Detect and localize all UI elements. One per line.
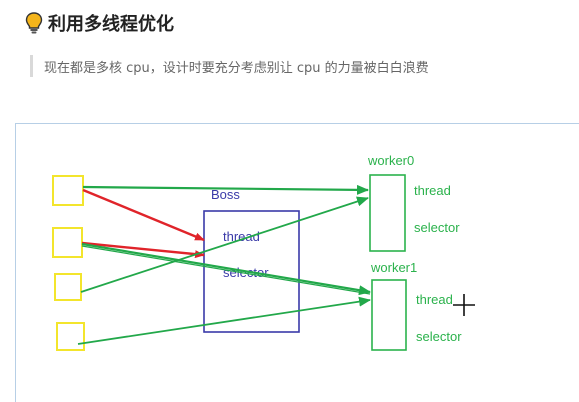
client-box-3 xyxy=(54,273,82,301)
worker0-box xyxy=(369,174,406,252)
multithread-diagram: Boss thread selector worker0 thread sele… xyxy=(52,153,462,351)
diagram-figure: Boss thread selector worker0 thread sele… xyxy=(15,123,579,402)
quote-block: 现在都是多核 cpu，设计时要充分考虑别让 cpu 的力量被白白浪费 xyxy=(30,55,429,77)
client-box-1 xyxy=(52,175,84,206)
section-heading: 利用多线程优化 xyxy=(24,8,174,38)
boss-label: Boss xyxy=(211,187,240,202)
worker0-selector-label: selector xyxy=(414,220,460,235)
lightbulb-icon xyxy=(25,12,43,34)
io-arrow-client4-worker1 xyxy=(77,296,371,345)
boss-box xyxy=(203,210,300,333)
worker1-selector-label: selector xyxy=(416,329,462,344)
worker1-thread-label: thread xyxy=(416,292,453,307)
quote-text: 现在都是多核 cpu，设计时要充分考虑别让 cpu 的力量被白白浪费 xyxy=(44,60,429,76)
section-title: 利用多线程优化 xyxy=(48,14,174,35)
crosshair-cursor-icon xyxy=(453,294,475,316)
io-arrow-client2-worker1 xyxy=(81,242,371,296)
worker1-label: worker1 xyxy=(370,260,417,275)
client-box-2 xyxy=(52,227,83,258)
io-arrow-client1-worker0 xyxy=(82,184,369,195)
accept-arrow-1 xyxy=(82,188,205,242)
io-arrow-client3-worker0 xyxy=(80,196,369,293)
worker0-label: worker0 xyxy=(367,153,414,168)
io-arrow-client2-worker1-b xyxy=(81,245,371,295)
client-box-4 xyxy=(56,322,85,351)
worker0-thread-label: thread xyxy=(414,183,451,198)
worker1-box xyxy=(371,279,407,351)
accept-arrow-2 xyxy=(81,241,205,259)
boss-selector-label: selector xyxy=(223,265,269,280)
boss-thread-label: thread xyxy=(223,229,260,244)
